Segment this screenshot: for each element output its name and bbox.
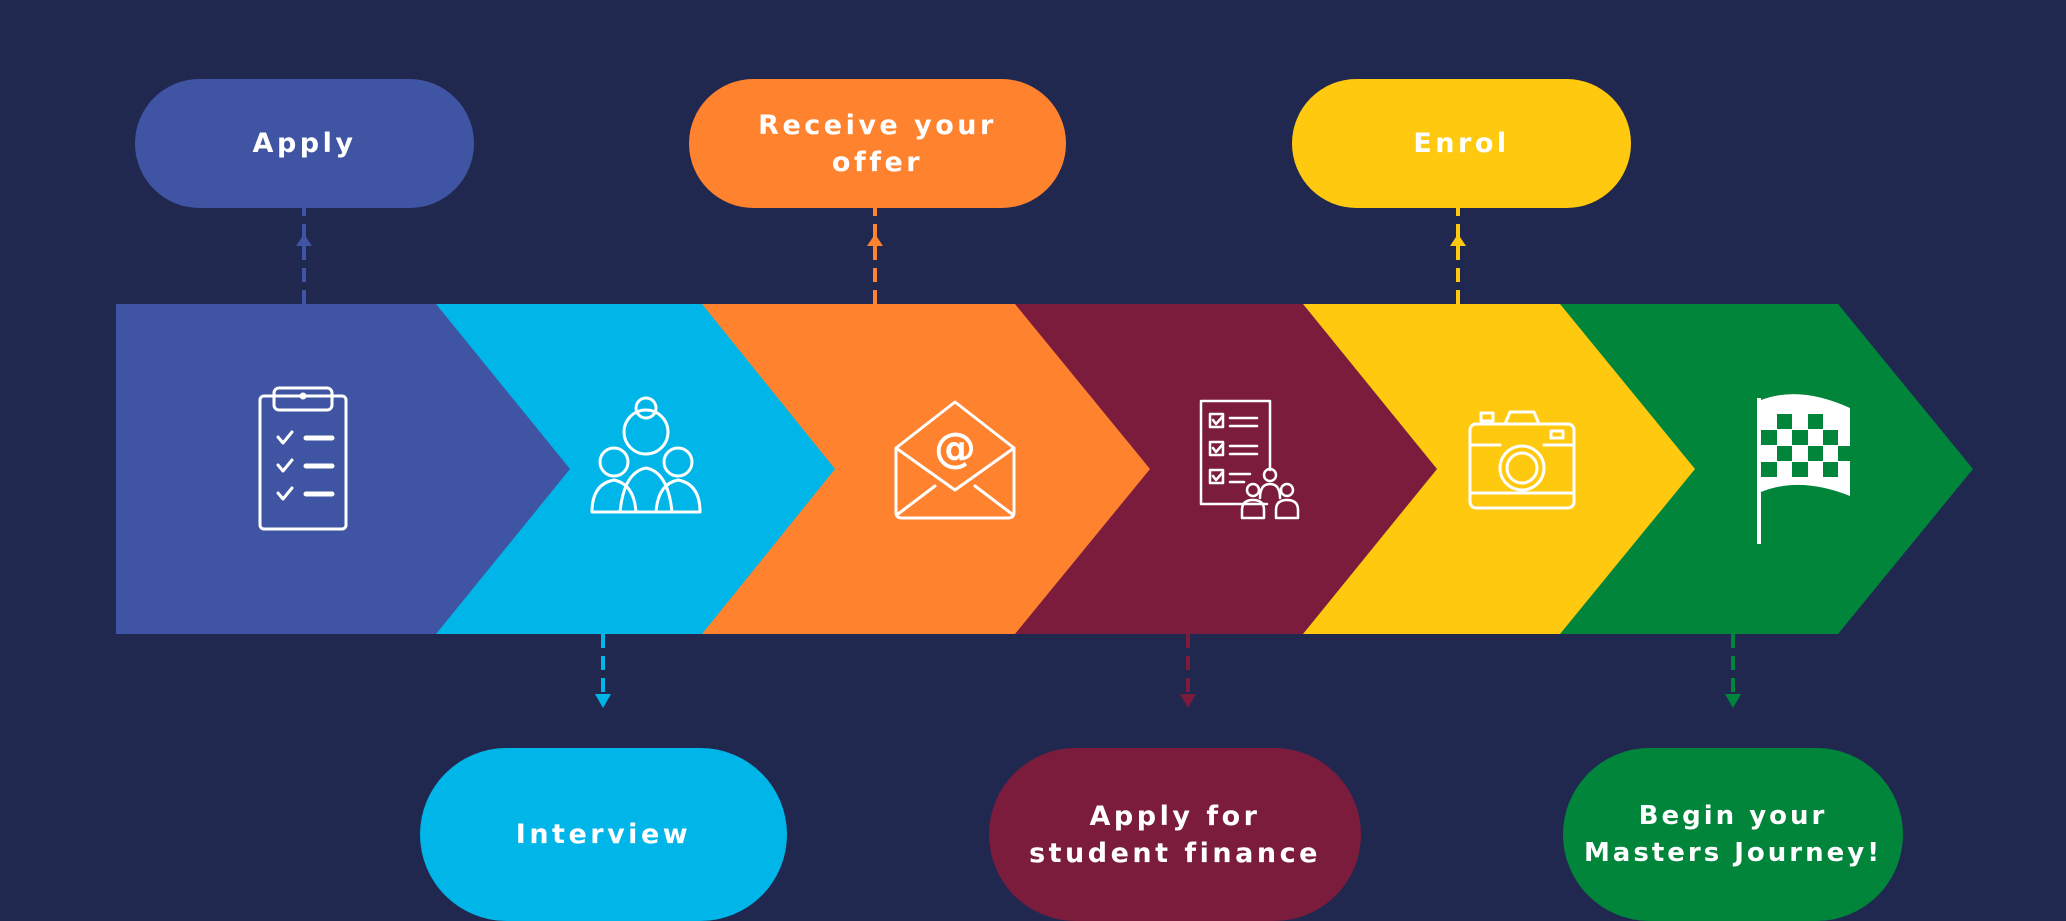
- clipboard-checklist-icon: [258, 386, 348, 531]
- svg-text:@: @: [934, 423, 976, 472]
- chevron-finance: [1015, 304, 1437, 634]
- chevron-interview: [436, 304, 835, 634]
- step-label: Receive your offer: [758, 109, 997, 178]
- people-group-icon: [590, 396, 702, 514]
- step-label: Enrol: [1413, 128, 1510, 159]
- camera-icon: [1468, 410, 1576, 510]
- process-chevron-band: @: [116, 200, 1973, 708]
- form-with-people-icon: [1199, 399, 1300, 520]
- step-label: Apply: [252, 128, 357, 159]
- step-label: Apply for student finance: [1029, 800, 1321, 869]
- checkered-flag-icon: [1757, 394, 1850, 544]
- step-label: Interview: [515, 819, 692, 850]
- step-enrol: Enrol: [1292, 79, 1631, 208]
- chevron-apply: [116, 304, 570, 634]
- step-label: Begin your Masters Journey!: [1583, 800, 1883, 868]
- step-apply: Apply: [135, 79, 474, 208]
- email-envelope-icon: @: [894, 400, 1016, 520]
- step-interview: Interview: [420, 748, 787, 921]
- step-receive-offer: Receive your offer: [689, 79, 1066, 208]
- step-begin-journey: Begin your Masters Journey!: [1563, 748, 1903, 921]
- step-student-finance: Apply for student finance: [989, 748, 1361, 921]
